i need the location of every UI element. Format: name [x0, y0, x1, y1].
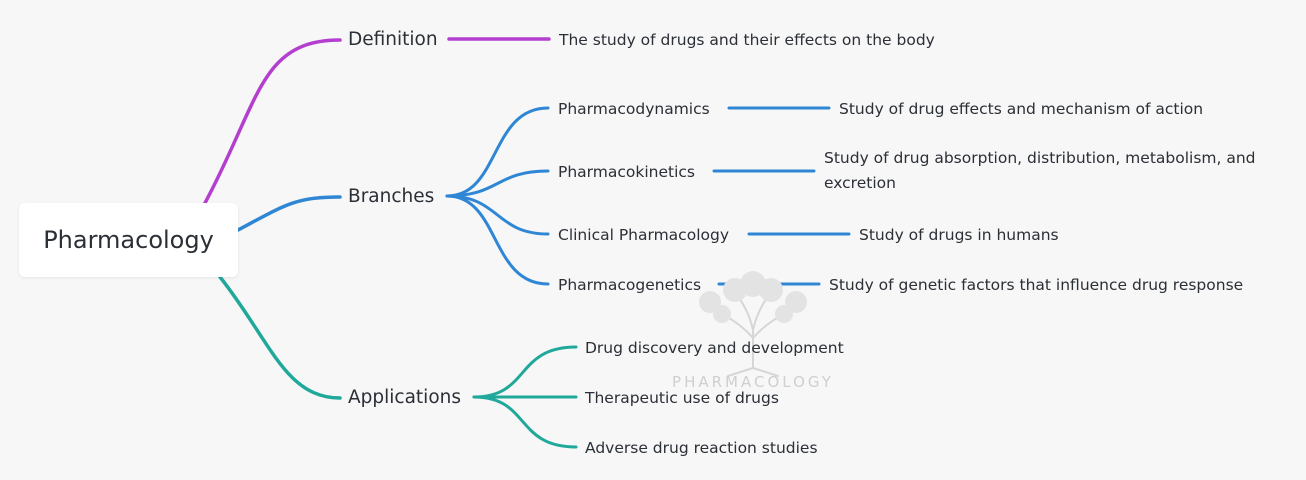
branch-pharmacokinetics[interactable]: Pharmacokinetics — [558, 163, 695, 181]
root-node[interactable]: Pharmacology — [19, 203, 238, 277]
branch-pharmacogenetics[interactable]: Pharmacogenetics — [558, 276, 702, 294]
branch-pharmacodynamics-detail[interactable]: Study of drug effects and mechanism of a… — [839, 100, 1204, 118]
link-root-branches — [236, 195, 342, 232]
link-branches-pharmacokinetics — [445, 169, 550, 198]
application-adverse-reactions[interactable]: Adverse drug reaction studies — [585, 439, 818, 457]
link-branches-pharmacodynamics — [445, 106, 550, 198]
application-therapeutic-use[interactable]: Therapeutic use of drugs — [585, 389, 779, 407]
link-applications-discovery — [472, 345, 578, 399]
branch-pharmacokinetics-detail[interactable]: Study of drug absorption, distribution, … — [824, 149, 1256, 192]
link-root-applications — [218, 275, 342, 400]
application-drug-discovery[interactable]: Drug discovery and development — [585, 339, 844, 357]
topic-branches[interactable]: Branches — [348, 186, 435, 207]
root-label: Pharmacology — [43, 226, 214, 254]
branch-pharmacogenetics-detail[interactable]: Study of genetic factors that influence … — [829, 276, 1244, 294]
link-root-definition — [203, 38, 342, 205]
branch-clinical-pharmacology-detail[interactable]: Study of drugs in humans — [859, 226, 1059, 244]
topic-definition[interactable]: Definition — [348, 29, 438, 50]
link-applications-adverse — [472, 395, 578, 449]
definition-text[interactable]: The study of drugs and their effects on … — [559, 31, 935, 49]
branch-clinical-pharmacology[interactable]: Clinical Pharmacology — [558, 226, 729, 244]
topic-applications[interactable]: Applications — [348, 387, 462, 408]
link-branches-clinical — [445, 194, 550, 236]
link-branches-pharmacogenetics — [445, 194, 550, 286]
branch-pharmacodynamics[interactable]: Pharmacodynamics — [558, 100, 710, 118]
